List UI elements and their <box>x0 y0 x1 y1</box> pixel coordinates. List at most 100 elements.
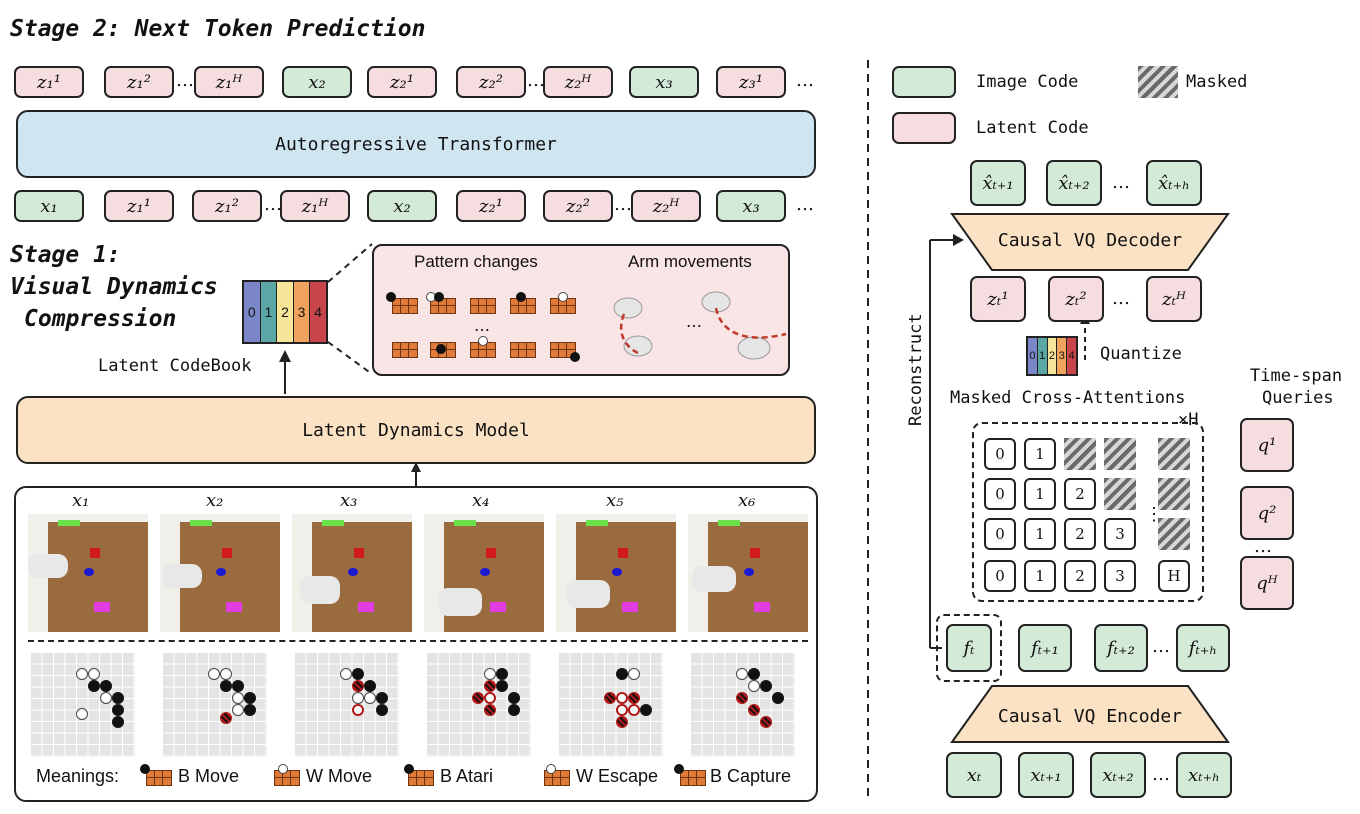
b-capture-icon <box>680 770 706 786</box>
zoom-line-top <box>328 244 372 282</box>
zoom-line-bottom <box>328 342 372 374</box>
red-block <box>354 548 364 558</box>
vdots: ⋮ <box>1145 504 1163 525</box>
pink-block <box>358 602 374 612</box>
robot-arm <box>28 554 68 578</box>
black-stone <box>496 668 508 680</box>
frame-label-6: x₆ <box>738 490 755 511</box>
legend-masked-swatch <box>1138 66 1178 98</box>
white-stone <box>628 668 640 680</box>
go-board-5 <box>558 652 663 757</box>
black-stone <box>112 716 124 728</box>
robot-frame-2 <box>160 514 280 632</box>
latent-code-1: zₜ¹ <box>970 276 1026 322</box>
arm-movements-label: Arm movements <box>628 252 752 272</box>
robot-frame-1 <box>28 514 148 632</box>
mask-cell: 2 <box>1064 478 1096 510</box>
escape-stone <box>484 692 496 704</box>
black-stone <box>508 692 520 704</box>
green-button <box>586 520 608 526</box>
feature-t2: fₜ₊₂ <box>1094 624 1148 672</box>
reconstruct-label: Reconstruct <box>906 313 926 426</box>
black-stone <box>220 680 232 692</box>
causal-vq-decoder: Causal VQ Decoder <box>950 230 1230 251</box>
codebook-code-2: 2 <box>1048 338 1058 374</box>
blue-knob <box>480 568 490 576</box>
quantize-codebook: 0 1 2 3 4 <box>1026 336 1078 376</box>
frame-label-1: x₁ <box>72 490 89 511</box>
mask-cell: 0 <box>984 518 1016 550</box>
codebook-code-0: 0 <box>1028 338 1038 374</box>
wooden-desk <box>576 522 676 632</box>
white-stone <box>88 668 100 680</box>
mask-cell: 1 <box>1024 560 1056 592</box>
ellipsis: … <box>1112 288 1130 309</box>
feature-t: fₜ <box>946 624 992 672</box>
white-stone <box>220 668 232 680</box>
atari-stone <box>472 692 484 704</box>
black-stone <box>140 764 150 774</box>
w-move-icon <box>274 770 300 786</box>
atari-stone <box>484 680 496 692</box>
black-stone <box>112 704 124 716</box>
blue-knob <box>348 568 358 576</box>
mask-cell: 2 <box>1064 518 1096 550</box>
pattern-icon <box>470 298 496 314</box>
black-stone <box>570 352 580 362</box>
black-stone <box>112 692 124 704</box>
ellipsis: … <box>1152 636 1170 657</box>
legend-latent-code: Latent Code <box>976 118 1089 138</box>
masked-cross-attentions-label: Masked Cross-Attentions <box>950 388 1185 408</box>
latent-dynamics-model: Latent Dynamics Model <box>16 396 816 464</box>
meaning-b-atari: B Atari <box>440 766 493 787</box>
black-stone <box>244 692 256 704</box>
red-block <box>222 548 232 558</box>
mask-cell: 2 <box>1064 560 1096 592</box>
quantize-label: Quantize <box>1100 344 1182 364</box>
pattern-icon <box>510 342 536 358</box>
ellipsis: … <box>686 312 702 331</box>
latent-code-2: zₜ² <box>1048 276 1104 322</box>
white-stone <box>278 764 288 774</box>
input-t1: xₜ₊₁ <box>1018 752 1074 798</box>
black-stone <box>88 680 100 692</box>
go-board-1 <box>30 652 135 757</box>
robot-arm <box>692 566 736 592</box>
robot-frame-5 <box>556 514 676 632</box>
query-1: q¹ <box>1240 418 1294 472</box>
arrow-head <box>279 350 291 362</box>
mask-cell: 1 <box>1024 478 1056 510</box>
masked-cell <box>1064 438 1096 470</box>
atari-stone <box>736 692 748 704</box>
ellipsis: … <box>1152 764 1170 785</box>
input-t: xₜ <box>946 752 1002 798</box>
masked-cell <box>1158 438 1190 470</box>
escape-stone <box>616 704 628 716</box>
frame-label-4: x₄ <box>472 490 489 511</box>
mask-cell: 0 <box>984 438 1016 470</box>
black-stone <box>616 668 628 680</box>
white-stone <box>100 692 112 704</box>
green-button <box>322 520 344 526</box>
white-stone <box>340 668 352 680</box>
atari-stone <box>604 692 616 704</box>
go-board-6 <box>690 652 795 757</box>
codebook-code-4: 4 <box>1067 338 1076 374</box>
black-stone <box>244 704 256 716</box>
atari-stone <box>748 704 760 716</box>
escape-stone <box>616 692 628 704</box>
feature-t1: fₜ₊₁ <box>1018 624 1072 672</box>
atari-stone <box>628 692 640 704</box>
white-stone <box>546 764 556 774</box>
black-stone <box>508 704 520 716</box>
motion-path <box>716 308 786 338</box>
white-stone <box>484 668 496 680</box>
black-stone <box>516 292 526 302</box>
decoded-frame-h: x̂ₜ₊ₕ <box>1146 160 1202 206</box>
black-stone <box>100 680 112 692</box>
pattern-icon <box>392 298 418 314</box>
mask-cell: H <box>1158 560 1190 592</box>
meanings-label: Meanings: <box>36 766 119 787</box>
white-stone <box>352 692 364 704</box>
mask-cell: 3 <box>1104 560 1136 592</box>
